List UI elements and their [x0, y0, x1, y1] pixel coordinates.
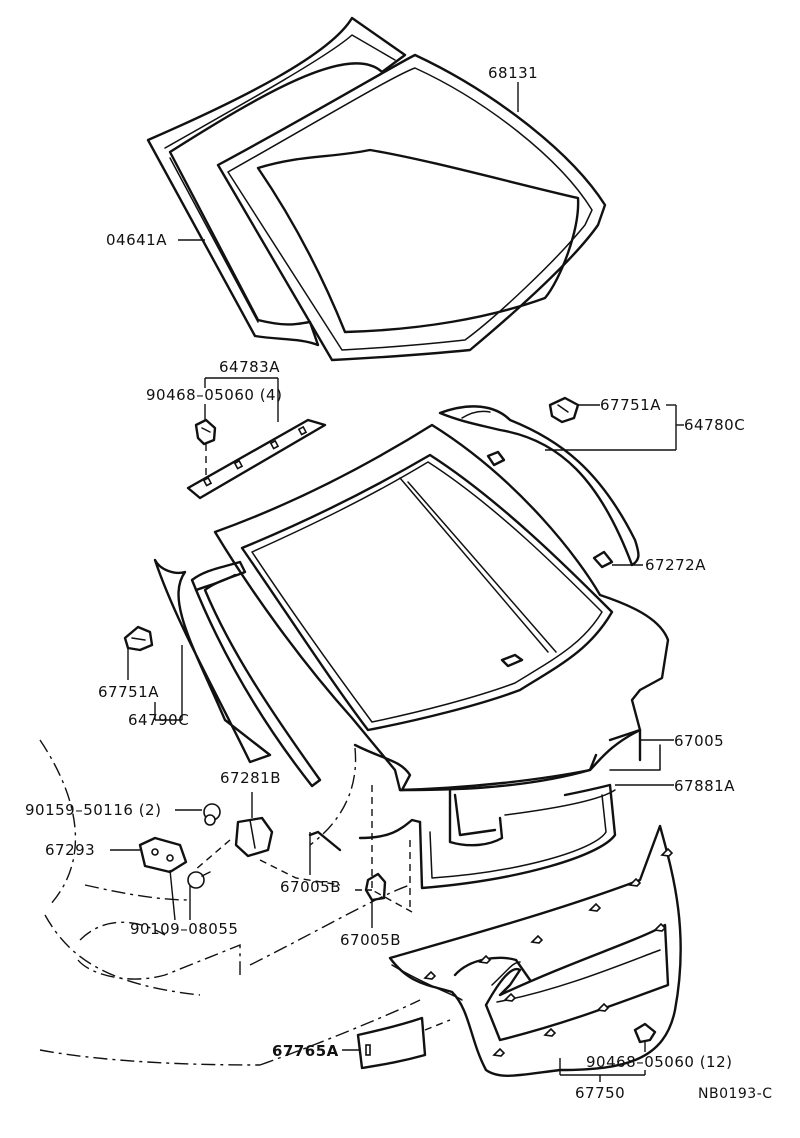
body-outline: [39, 739, 421, 1066]
back-door-weatherstrip-67881A: [358, 783, 617, 890]
clip-90468-12: [633, 1022, 657, 1044]
side-molding-right-64780C: [438, 405, 640, 567]
bolt-90159: [203, 803, 221, 826]
stopper-67272A: [486, 450, 614, 668]
hinge-67281B: [234, 792, 274, 858]
clip-67751A-left: [123, 625, 154, 652]
label-67281B: 67281B: [220, 769, 281, 787]
cover-67765A: [356, 1016, 451, 1070]
side-molding-left-64790C: [153, 558, 322, 788]
label-68131: 68131: [488, 64, 538, 82]
label-67881A: 67881A: [674, 777, 735, 795]
drawing-code: NB0193-C: [698, 1086, 773, 1102]
back-door-panel-67005: [213, 423, 670, 847]
label-67293: 67293: [45, 841, 95, 859]
label-64780C: 64780C: [684, 416, 745, 434]
label-90159-50116-2: 90159–50116 (2): [25, 801, 161, 819]
label-04641A: 04641A: [106, 231, 167, 249]
label-64783A: 64783A: [219, 358, 280, 376]
label-67750: 67750: [575, 1084, 625, 1102]
label-67751A-right: 67751A: [600, 396, 661, 414]
label-64790C: 64790C: [128, 711, 189, 729]
part-labels: 68131 04641A 64783A 90468–05060 (4) 6775…: [25, 64, 773, 1102]
label-67751A-left: 67751A: [98, 683, 159, 701]
clip-90468-4: [194, 418, 217, 478]
leader-lines: [110, 82, 684, 1082]
damper-stay-67005B: [308, 830, 387, 902]
clip-67751A-right: [548, 396, 580, 424]
label-67272A: 67272A: [645, 556, 706, 574]
label-90468-05060-12: 90468–05060 (12): [586, 1053, 733, 1071]
back-window-weatherstrip-04641A: [146, 16, 407, 347]
bolt-90109: [187, 871, 211, 889]
label-67765A: 67765A: [272, 1042, 339, 1060]
roof-molding-bar-64783A: [186, 418, 327, 500]
label-67005: 67005: [674, 732, 724, 750]
back-window-glass-68131: [216, 53, 607, 362]
hinge-bracket-67293: [138, 836, 188, 874]
label-67005B-1: 67005B: [280, 878, 341, 896]
label-90109-08055: 90109–08055: [130, 920, 238, 938]
label-67005B-2: 67005B: [340, 931, 401, 949]
label-90468-05060-4: 90468–05060 (4): [146, 386, 282, 404]
